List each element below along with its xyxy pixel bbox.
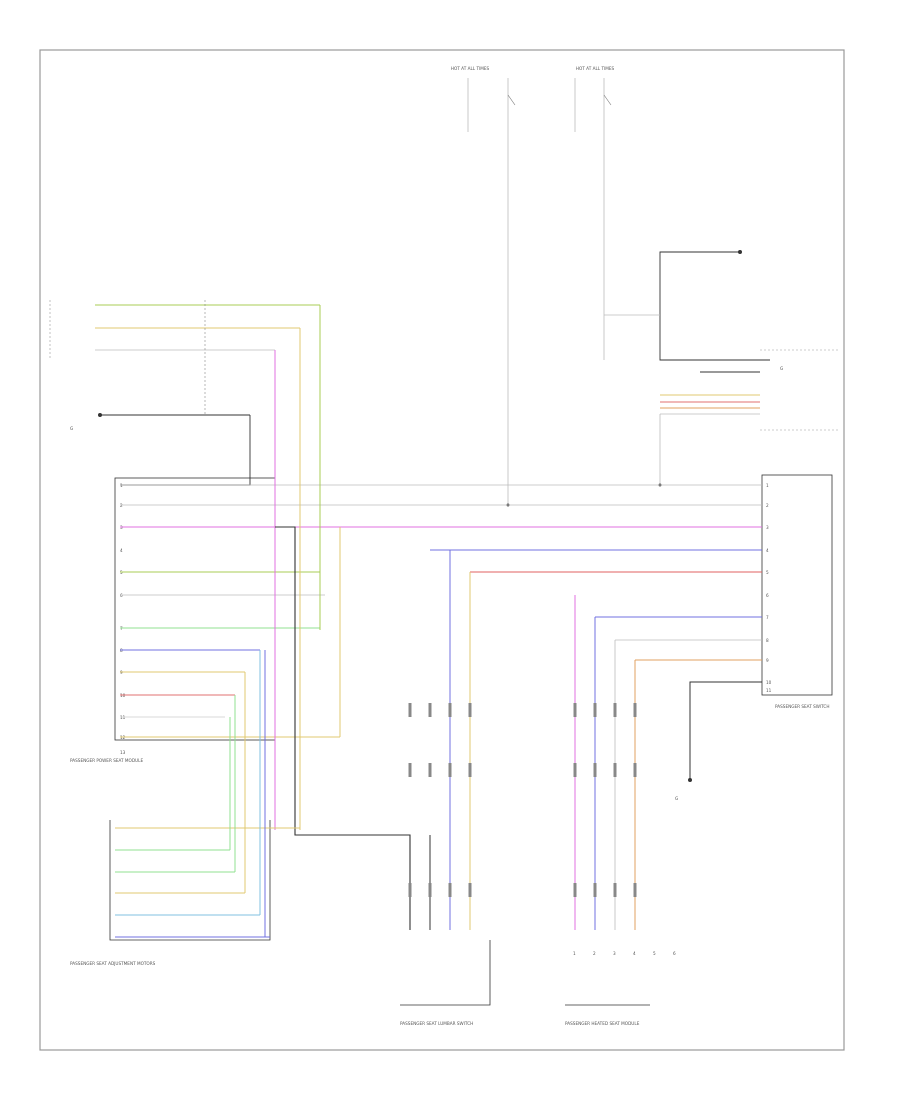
diagram-frame [39,49,845,1051]
right-module-title: PASSENGER SEAT SWITCH [775,704,830,709]
right-pin-label: 7 [766,615,769,620]
connector-marker [468,703,472,717]
left-pins: 12345678910111213 [120,483,126,755]
connector-marker [613,763,617,777]
lower-left-module: PASSENGER SEAT ADJUSTMENT MOTORS [70,650,300,966]
connector-marker [573,763,577,777]
right-module: PASSENGER SEAT SWITCH 1 2 3 4 5 6 7 8 9 10 11 [761,474,833,709]
bottom-pin-label: 3 [613,951,616,956]
connector-marker [468,763,472,777]
bottom-pin-label: 1 [573,951,576,956]
left-module-box [114,477,276,741]
left-pin-label: 6 [120,593,123,598]
left-pin-label: 1 [120,483,123,488]
right-pin-label: 4 [766,548,769,553]
right-pin-label: 1 [766,483,769,488]
connector-marker [633,763,637,777]
right-pin-label: 9 [766,658,769,663]
right-pin-label: 6 [766,593,769,598]
left-switch-group: G [49,300,320,486]
right-pin-label: 10 [766,680,772,685]
connector-marker [593,883,597,897]
connector-marker [613,703,617,717]
bottom-pin-label: 6 [673,951,676,956]
connector-marker [408,883,412,897]
right-upper-ground: G [604,250,840,373]
connector-marker [633,883,637,897]
bottom-pin-label: 2 [593,951,596,956]
right-pin-label: 8 [766,638,769,643]
connector-marker [633,703,637,717]
left-pin-label: 2 [120,503,123,508]
right-pin-label: 5 [766,570,769,575]
bottom-right-title: PASSENGER HEATED SEAT MODULE [565,1021,640,1026]
bottom-pin-label: 5 [653,951,656,956]
lower-left-title: PASSENGER SEAT ADJUSTMENT MOTORS [70,961,156,966]
connector-marker [408,763,412,777]
connector-marker [593,703,597,717]
connector-markers [408,703,637,897]
left-pin-label: 13 [120,750,126,755]
bottom-pin-label: 4 [633,951,636,956]
connector-marker [448,763,452,777]
right-pin-label: 3 [766,525,769,530]
hot-label-2: HOT AT ALL TIMES [576,66,615,71]
connector-marker [448,883,452,897]
connector-marker [428,883,432,897]
ground-label-2: G [70,426,73,431]
bottom-pins: 1 2 3 4 5 6 [573,951,676,956]
left-pin-label: 11 [120,715,126,720]
connector-marker [408,703,412,717]
left-module-title: PASSENGER POWER SEAT MODULE [70,758,143,763]
connector-marker [428,703,432,717]
connector-marker [448,703,452,717]
bottom-left-switch: PASSENGER SEAT LUMBAR SWITCH [400,940,491,1026]
connector-marker [573,703,577,717]
right-pin-label: 11 [766,688,772,693]
connector-marker [613,883,617,897]
connector-marker [573,883,577,897]
ground-label-3: G [675,796,678,801]
right-module-box [761,474,833,696]
connector-marker [468,883,472,897]
left-module: PASSENGER POWER SEAT MODULE 123456789101… [70,477,276,763]
left-pin-label: 4 [120,548,123,553]
top-feed-right: HOT AT ALL TIMES [574,66,615,360]
bottom-left-title: PASSENGER SEAT LUMBAR SWITCH [400,1021,473,1026]
heater-connector-right [658,394,840,487]
top-feed-left: HOT AT ALL TIMES [451,66,516,507]
hot-label-1: HOT AT ALL TIMES [451,66,490,71]
bus-wires: G [120,305,762,930]
right-pin-label: 2 [766,503,769,508]
bottom-right-switch: PASSENGER HEATED SEAT MODULE [565,1004,650,1026]
connector-marker [428,763,432,777]
connector-marker [593,763,597,777]
right-pins: 1 2 3 4 5 6 7 8 9 10 11 [766,483,772,693]
ground-label-1: G [780,366,783,371]
